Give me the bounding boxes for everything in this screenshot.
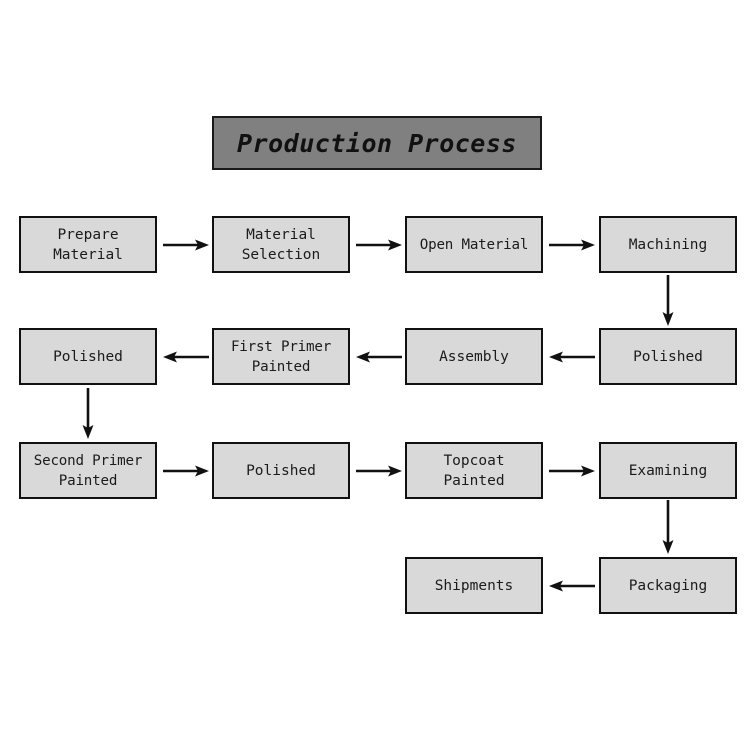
process-node-assembly[interactable]: Assembly xyxy=(405,328,543,385)
node-label: First Primer Painted xyxy=(230,338,332,375)
process-node-machining[interactable]: Machining xyxy=(599,216,737,273)
process-node-topcoat-painted[interactable]: Topcoat Painted xyxy=(405,442,543,499)
arrow-down-icon xyxy=(661,500,675,554)
process-node-shipments[interactable]: Shipments xyxy=(405,557,543,614)
arrow-right-icon xyxy=(356,238,402,252)
arrow-down-icon xyxy=(661,275,675,326)
process-node-open-material[interactable]: Open Material xyxy=(405,216,543,273)
node-label: Polished xyxy=(246,462,316,479)
node-label: Packaging xyxy=(628,577,708,594)
node-label: Assembly xyxy=(439,348,509,365)
process-node-polished-2[interactable]: Polished xyxy=(599,328,737,385)
arrow-right-icon xyxy=(549,464,595,478)
process-node-material-selection[interactable]: Material Selection xyxy=(212,216,350,273)
node-label: Open Material xyxy=(419,236,529,253)
node-label: Shipments xyxy=(434,577,514,594)
arrow-left-icon xyxy=(549,579,595,593)
process-node-first-primer-painted[interactable]: First Primer Painted xyxy=(212,328,350,385)
diagram-title-banner: Production Process xyxy=(212,116,542,170)
arrow-right-icon xyxy=(549,238,595,252)
node-label: Polished xyxy=(53,348,123,365)
process-node-polished-3[interactable]: Polished xyxy=(212,442,350,499)
arrow-left-icon xyxy=(549,350,595,364)
arrow-left-icon xyxy=(163,350,209,364)
node-label: Polished xyxy=(633,348,703,365)
node-label: Topcoat Painted xyxy=(443,452,505,489)
diagram-title: Production Process xyxy=(237,128,517,158)
process-node-examining[interactable]: Examining xyxy=(599,442,737,499)
node-label: Second Primer Painted xyxy=(33,452,143,489)
arrow-down-icon xyxy=(81,388,95,439)
arrow-right-icon xyxy=(356,464,402,478)
arrow-left-icon xyxy=(356,350,402,364)
process-node-polished-1[interactable]: Polished xyxy=(19,328,157,385)
node-label: Machining xyxy=(628,236,708,253)
arrow-right-icon xyxy=(163,464,209,478)
node-label: Examining xyxy=(628,462,708,479)
node-label: Material Selection xyxy=(241,226,321,263)
node-label: Prepare Material xyxy=(53,226,123,263)
arrow-right-icon xyxy=(163,238,209,252)
process-node-prepare-material[interactable]: Prepare Material xyxy=(19,216,157,273)
process-node-second-primer-painted[interactable]: Second Primer Painted xyxy=(19,442,157,499)
process-node-packaging[interactable]: Packaging xyxy=(599,557,737,614)
